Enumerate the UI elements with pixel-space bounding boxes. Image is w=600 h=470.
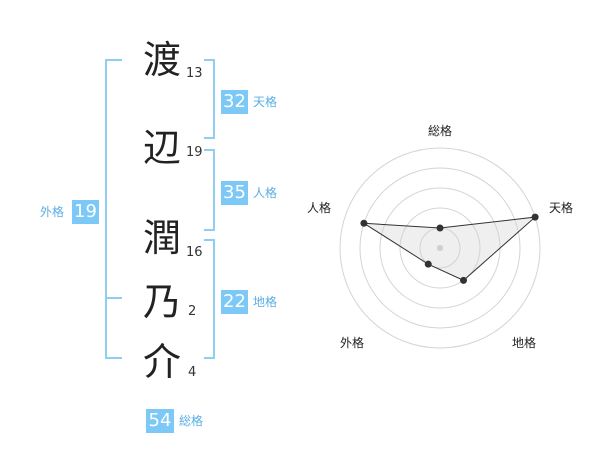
stroke-count-5: 4 <box>188 365 197 380</box>
chikaku-bracket <box>204 239 215 359</box>
stroke-count-2: 19 <box>186 145 203 160</box>
radar-center <box>437 245 443 251</box>
gaikaku-badge: 19 <box>72 200 99 224</box>
radar-point-4 <box>424 260 432 268</box>
radar-point-1 <box>436 224 444 232</box>
name-char-4: 乃 <box>142 280 181 324</box>
radar-axis-label-gaikaku: 外格 <box>340 336 365 350</box>
name-char-3: 潤 <box>142 216 181 260</box>
radar-point-3 <box>460 276 468 284</box>
radar-point-5 <box>360 219 368 227</box>
soukaku-label: 総格 <box>179 414 204 428</box>
tenkaku-badge: 32 <box>221 90 248 114</box>
soukaku-badge: 54 <box>146 409 174 433</box>
stroke-count-3: 16 <box>186 245 203 260</box>
radar-axis-label-jinkaku: 人格 <box>307 201 332 215</box>
radar-axis-label-chikaku: 地格 <box>512 336 537 350</box>
chikaku-badge: 22 <box>221 290 248 314</box>
name-char-1: 渡 <box>142 38 181 82</box>
jinkaku-bracket <box>204 149 215 231</box>
name-char-2: 辺 <box>142 126 181 170</box>
tenkaku-bracket <box>204 59 215 139</box>
radar-ring <box>399 207 481 289</box>
jinkaku-badge: 35 <box>221 181 248 205</box>
radar-axis-label-tenkaku: 天格 <box>549 201 574 215</box>
name-char-5: 介 <box>142 340 181 384</box>
radar-ring <box>359 167 521 329</box>
stroke-count-1: 13 <box>186 66 203 81</box>
radar-axis-label-soukaku: 総格 <box>428 124 453 138</box>
stroke-count-4: 2 <box>188 304 197 319</box>
jinkaku-label: 人格 <box>253 186 278 200</box>
gaikaku-label: 外格 <box>40 205 65 219</box>
tenkaku-label: 天格 <box>253 95 278 109</box>
gaikaku-bracket <box>105 59 122 359</box>
radar-point-2 <box>531 213 539 221</box>
radar-series-area <box>363 216 537 281</box>
chikaku-label: 地格 <box>253 295 278 309</box>
radar-ring <box>339 147 541 349</box>
